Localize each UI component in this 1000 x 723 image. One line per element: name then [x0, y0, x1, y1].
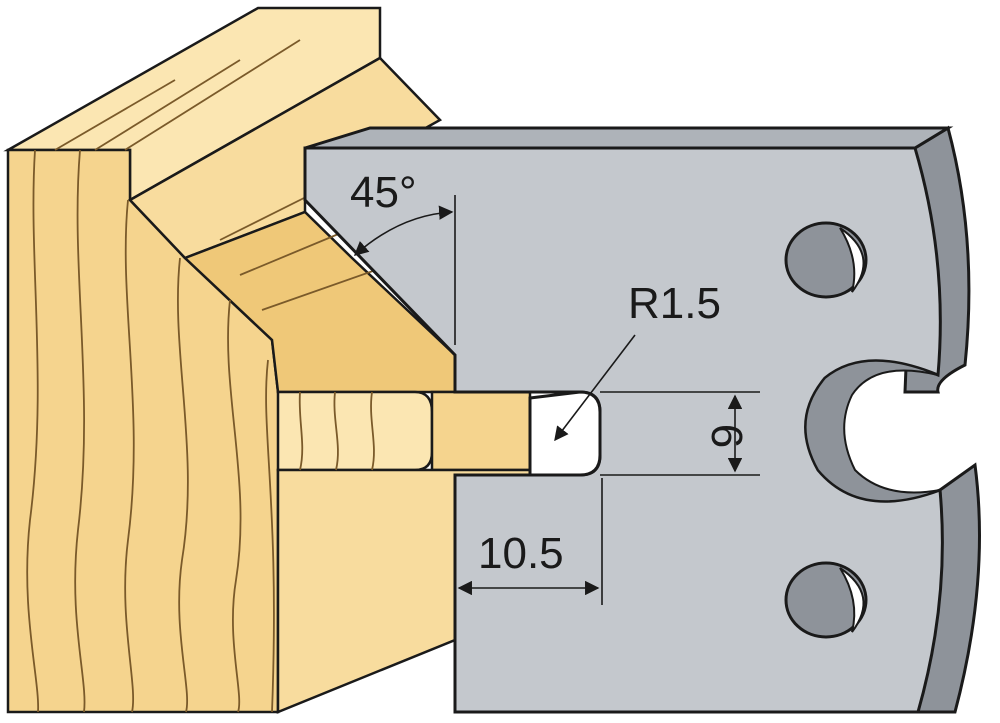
- angle-arc: [353, 205, 454, 256]
- blade-top-edge: [304, 126, 954, 150]
- radius-leader: [554, 334, 636, 442]
- blade-hole-upper: [784, 221, 868, 299]
- angle-label: 45°: [350, 168, 417, 217]
- blade-cutout-shade: [804, 359, 941, 503]
- wood-lower-step: [430, 390, 532, 472]
- dimensions: [353, 195, 760, 605]
- wood-grain: [26, 39, 391, 713]
- blade-hole-lower: [784, 561, 868, 639]
- wood-workpiece: [3, 6, 532, 714]
- height-label: 6: [702, 424, 751, 448]
- blade-notch: [528, 390, 602, 477]
- radius-label: R1.5: [628, 279, 721, 328]
- width-label: 10.5: [478, 529, 564, 578]
